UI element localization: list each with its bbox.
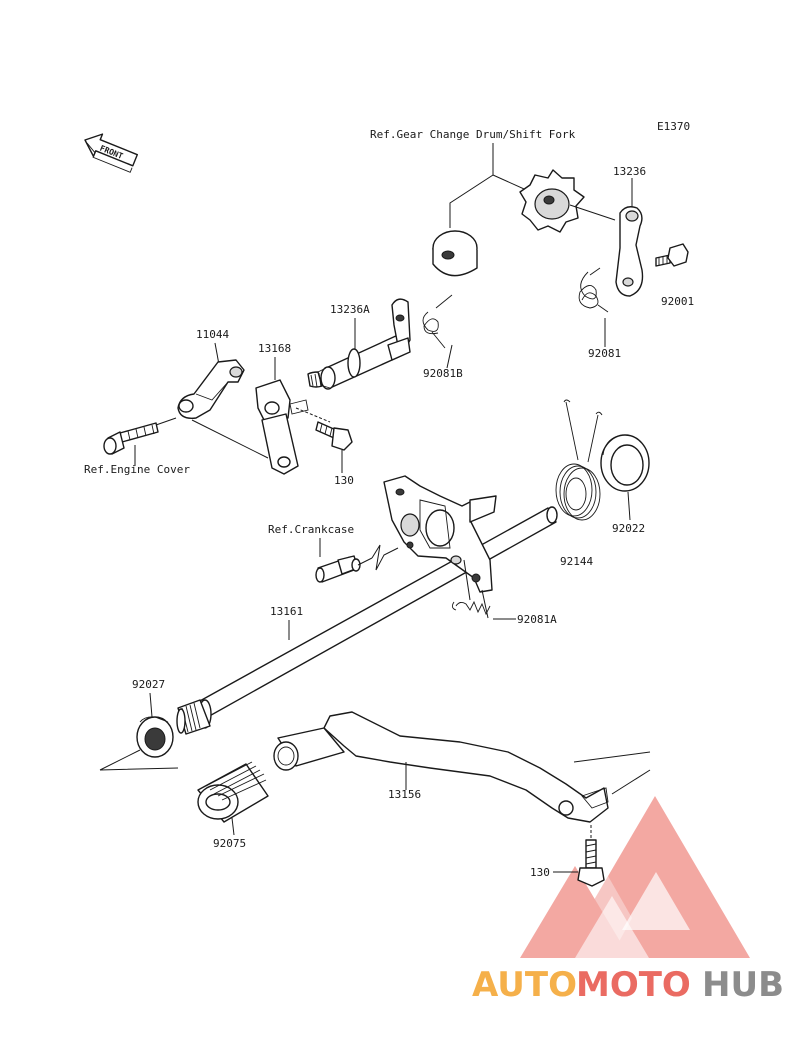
bolt-engine-cover xyxy=(103,417,177,455)
spring-92081 xyxy=(578,267,609,313)
ref-gear-change-label: Ref.Gear Change Drum/Shift Fork xyxy=(370,128,576,141)
bolt-92001 xyxy=(655,243,689,267)
bolt-130-upper xyxy=(315,421,353,451)
bracket-11044 xyxy=(177,359,269,459)
shift-shaft-13236A xyxy=(307,298,411,390)
part-label-92075: 92075 xyxy=(213,837,246,850)
part-label-92081B: 92081B xyxy=(423,367,463,380)
ref-engine-cover-label: Ref.Engine Cover xyxy=(84,463,190,476)
watermark-text-hub: HUB xyxy=(702,965,784,1005)
bolt-130-lower xyxy=(577,825,605,887)
watermark-logo-icon xyxy=(520,796,750,958)
seal-92027 xyxy=(136,716,174,758)
part-label-92144: 92144 xyxy=(560,555,593,568)
part-label-13156: 13156 xyxy=(388,788,421,801)
pedal-rubber-92075 xyxy=(197,761,269,823)
spring-92081B xyxy=(422,294,453,349)
gear-drum-segment xyxy=(432,230,478,277)
washer-92022 xyxy=(600,434,650,492)
part-label-13236: 13236 xyxy=(613,165,646,178)
clamp-lever-13168 xyxy=(255,379,331,475)
diagram-code: E1370 xyxy=(657,120,690,133)
part-label-92027: 92027 xyxy=(132,678,165,691)
part-label-13236A: 13236A xyxy=(330,303,370,316)
part-label-130-lower: 130 xyxy=(530,866,550,879)
spring-92081A xyxy=(451,600,491,616)
part-label-92001: 92001 xyxy=(661,295,694,308)
watermark-text-auto: AUTO xyxy=(472,965,577,1005)
part-label-13161: 13161 xyxy=(270,605,303,618)
return-spring-92144 xyxy=(555,399,603,521)
part-label-11044: 11044 xyxy=(196,328,229,341)
part-label-92081A: 92081A xyxy=(517,613,557,626)
part-label-92022: 92022 xyxy=(612,522,645,535)
crankcase-pin xyxy=(315,544,399,583)
shift-pedal-13156 xyxy=(273,711,651,823)
front-arrow-icon: FRONT xyxy=(84,133,139,173)
ref-crankcase-label: Ref.Crankcase xyxy=(268,523,354,536)
part-label-130-upper: 130 xyxy=(334,474,354,487)
watermark-text-moto: MOTO xyxy=(576,965,691,1005)
shift-pawl-lever xyxy=(615,206,644,297)
part-label-92081: 92081 xyxy=(588,347,621,360)
shift-drum-cam xyxy=(519,169,585,233)
shift-shaft-13161 xyxy=(176,506,558,735)
shift-plate xyxy=(383,475,497,619)
part-label-13168: 13168 xyxy=(258,342,291,355)
